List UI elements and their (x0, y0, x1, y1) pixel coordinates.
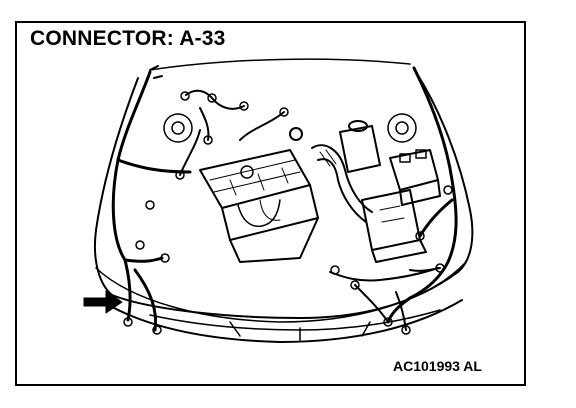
harness-right (386, 66, 458, 324)
harness-lower (329, 267, 439, 331)
front-bumper (149, 309, 441, 341)
figure-title: CONNECTOR: A-33 (30, 27, 226, 50)
battery (389, 149, 441, 206)
harness-connectors (123, 91, 453, 335)
engine-block (199, 149, 319, 263)
oil-filler-cap (289, 127, 303, 141)
figure-code: AC101993 AL (393, 358, 482, 374)
reservoir-tank (339, 120, 381, 173)
intake-hose (311, 144, 373, 223)
vehicle-body-outline (94, 58, 474, 343)
strut-towers (163, 113, 417, 143)
harness-left (111, 65, 192, 332)
arrow-right-icon (83, 290, 123, 314)
